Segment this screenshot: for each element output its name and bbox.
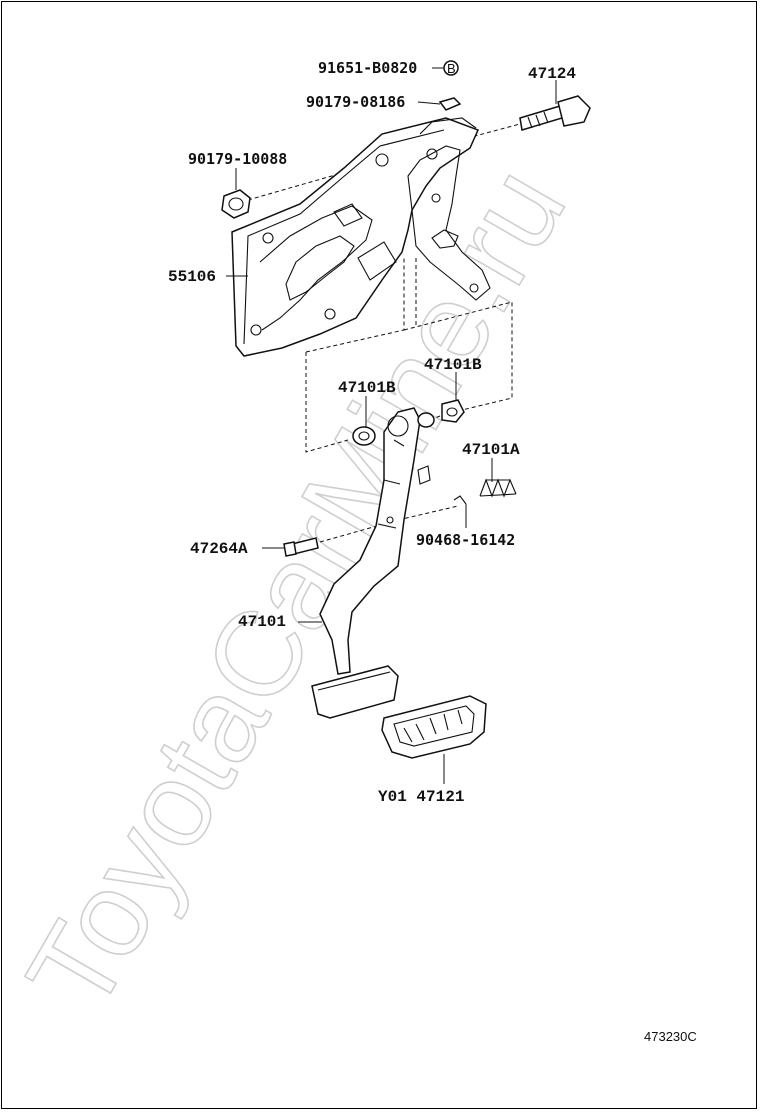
label-47124: 47124 (528, 65, 576, 83)
pin-47264a (283, 537, 319, 557)
pedal-arm-47101 (319, 407, 435, 675)
label-90468-16142: 90468-16142 (416, 531, 515, 549)
bushing-47101b-left (352, 426, 376, 446)
pedal-pad (311, 665, 399, 719)
pedal-cover-47121 (381, 695, 487, 759)
nut-90179-08186 (438, 97, 462, 111)
pedal-bracket-55106 (231, 117, 491, 357)
label-47101a: 47101A (462, 441, 520, 459)
label-47101b-left: 47101B (338, 379, 396, 397)
nut-90179-10088 (221, 189, 251, 219)
label-55106: 55106 (168, 268, 216, 286)
label-91651-b0820: 91651-B0820 (318, 59, 417, 77)
circled-b-mark: B (447, 61, 456, 76)
bolt-47124 (519, 95, 591, 131)
spring-47101a (479, 478, 517, 498)
label-47101b-right: 47101B (424, 356, 482, 374)
diagram-code: 473230C (644, 1029, 697, 1044)
label-y01-47121: Y01 47121 (378, 788, 464, 806)
label-90179-08186: 90179-08186 (306, 93, 405, 111)
leader-lines (226, 67, 557, 784)
label-90179-10088: 90179-10088 (188, 150, 287, 168)
label-47101: 47101 (238, 613, 286, 631)
clip-91651-B0820: B (443, 60, 459, 76)
label-47264a: 47264A (190, 540, 248, 558)
clip-90468-16142 (453, 495, 467, 505)
bushing-47101b-right (441, 399, 465, 423)
callout-labels: 91651-B0820 90179-08186 47124 90179-1008… (168, 59, 576, 806)
